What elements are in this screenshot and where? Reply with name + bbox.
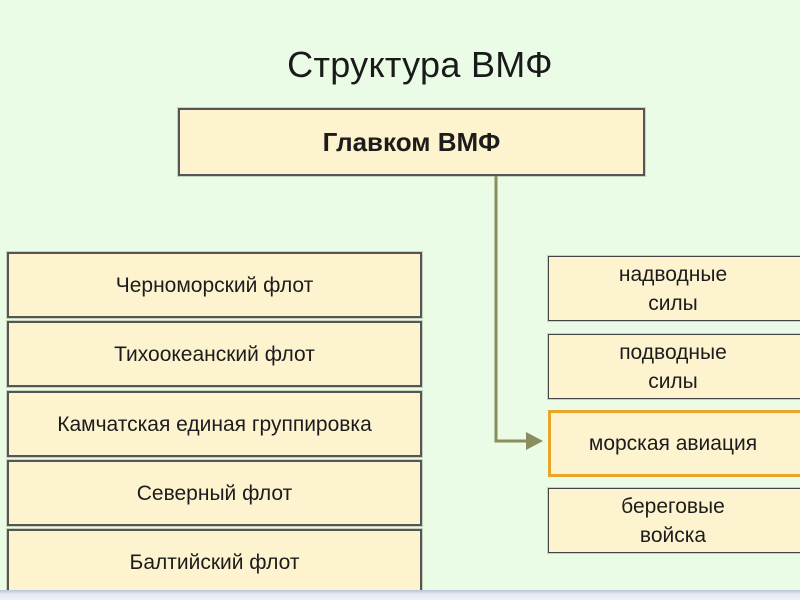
connector-line (494, 176, 528, 443)
fleet-node-label: Тихоокеанский флот (114, 342, 315, 366)
diagram-title: Структура ВМФ (287, 44, 553, 85)
branch-node-label: надводные силы (618, 262, 728, 315)
arrowhead-icon (526, 432, 543, 450)
fleet-node-pacific: Тихоокеанский флот (7, 321, 422, 387)
fleet-node-label: Балтийский флот (129, 550, 300, 574)
branch-node-surface-forces: надводные силы (548, 256, 800, 321)
fleet-node-label: Камчатская единая группировка (57, 412, 372, 436)
branch-node-coastal-troops: береговые войска (548, 488, 800, 553)
fleet-node-label: Северный флот (136, 481, 293, 505)
branch-node-naval-aviation: морская авиация (548, 410, 800, 477)
branch-node-label: морская авиация (588, 432, 758, 455)
main-node-commander: Главком ВМФ (178, 108, 645, 176)
fleet-node-label: Черноморский флот (115, 273, 314, 297)
fleet-node-northern: Северный флот (7, 460, 422, 526)
branch-node-label: береговые войска (621, 494, 725, 547)
branch-node-label: подводные силы (619, 340, 727, 393)
fleet-node-baltic: Балтийский флот (7, 529, 422, 595)
main-node-label: Главком ВМФ (322, 126, 501, 157)
branch-node-submarine-forces: подводные силы (548, 334, 800, 399)
fleet-node-kamchatka: Камчатская единая группировка (7, 391, 422, 457)
bottom-frame-strip (0, 590, 800, 600)
fleet-node-black-sea: Черноморский флот (7, 252, 422, 318)
